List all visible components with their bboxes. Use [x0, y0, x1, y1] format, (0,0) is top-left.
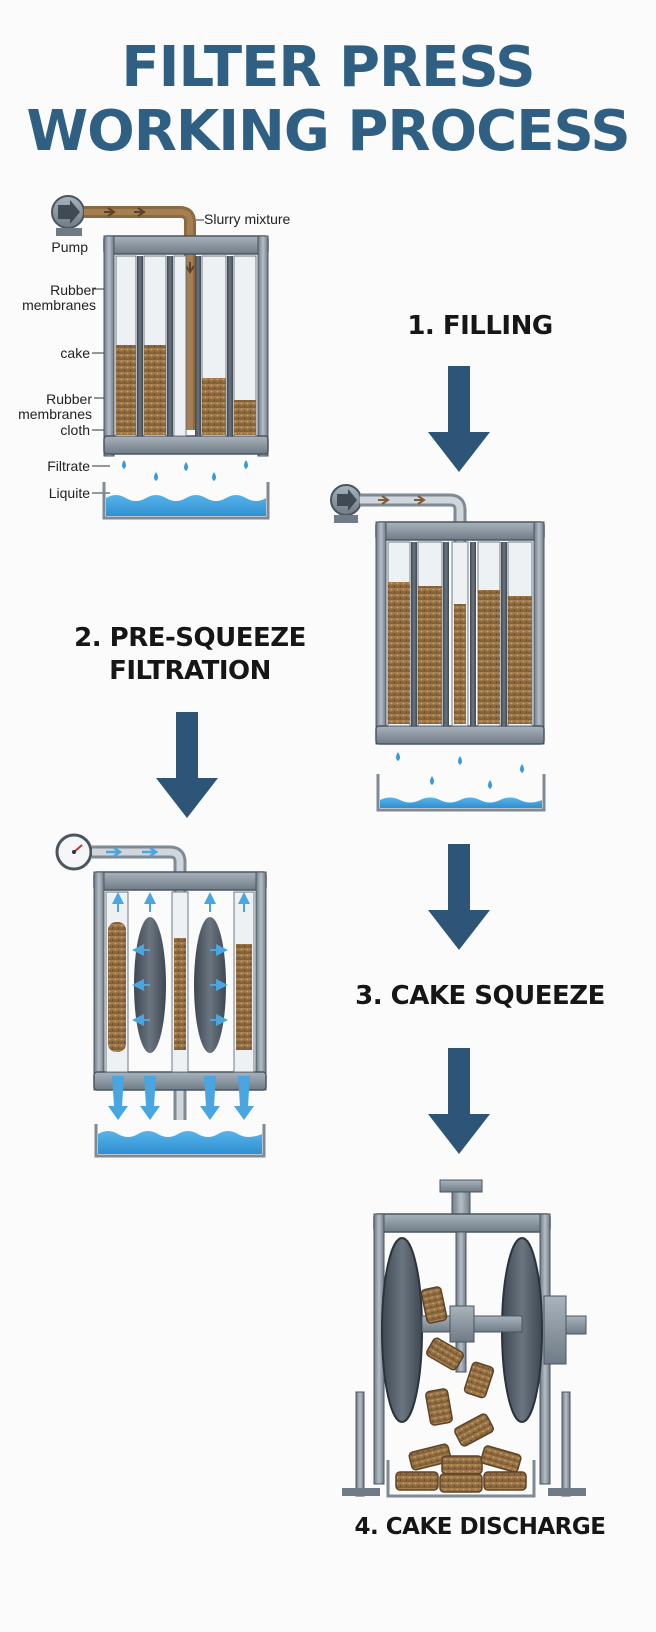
pressure-gauge-icon: [55, 833, 93, 871]
label-cake: cake: [60, 345, 90, 361]
label-rubber-membranes-bottom: Rubber membranes: [0, 391, 92, 423]
step-label-cake-squeeze: 3. CAKE SQUEEZE: [355, 981, 605, 1011]
diagram-filling: [330, 484, 546, 812]
filter-chambers: [115, 255, 257, 437]
diagram-filling-detail: [51, 195, 270, 520]
label-liquite: Liquite: [48, 485, 90, 501]
down-arrow-icon: [428, 366, 490, 472]
label-cloth: cloth: [60, 422, 90, 438]
diagram-cake-discharge: [342, 1179, 587, 1498]
pump-icon: [330, 484, 362, 523]
step-label-filling: 1. FILLING: [407, 311, 553, 341]
label-rubber-membranes-top: Rubber membranes: [0, 282, 96, 314]
label-pump: Pump: [51, 239, 88, 255]
pump-icon: [51, 195, 85, 236]
label-rubber-membranes-top-line1: Rubber: [50, 282, 96, 298]
label-rubber-membranes-bottom-line1: Rubber: [46, 391, 92, 407]
diagram-pre-squeeze: [55, 833, 267, 1158]
step-label-pre-squeeze-line1: 2. PRE-SQUEEZE: [74, 623, 306, 653]
label-slurry-mixture: Slurry mixture: [204, 211, 291, 227]
down-arrow-icon: [428, 1048, 490, 1154]
step-label-pre-squeeze: 2. PRE-SQUEEZE FILTRATION: [50, 622, 330, 687]
step-label-pre-squeeze-line2: FILTRATION: [109, 655, 271, 686]
step-label-cake-discharge: 4. CAKE DISCHARGE: [354, 1514, 606, 1540]
down-arrow-icon: [428, 844, 490, 950]
label-rubber-membranes-top-line2: membranes: [22, 297, 96, 314]
down-arrow-icon: [156, 712, 218, 818]
page-title-line2: WORKING PROCESS: [26, 99, 630, 164]
page-title-line1: FILTER PRESS: [121, 35, 535, 100]
cake-pieces: [395, 1286, 527, 1493]
label-rubber-membranes-bottom-line2: membranes: [18, 406, 92, 423]
label-filtrate: Filtrate: [47, 458, 90, 474]
filtrate-drops: [122, 460, 248, 481]
